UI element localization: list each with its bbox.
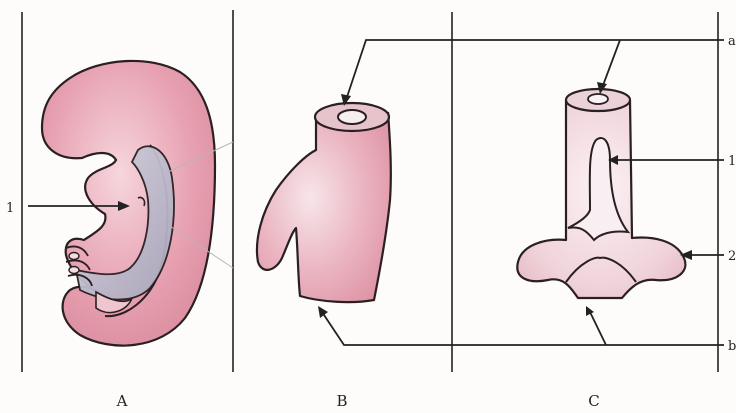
callout-line-a-c — [602, 40, 620, 88]
callout-arrowhead-b-b — [318, 306, 328, 318]
callout-line-a-b — [346, 40, 724, 100]
panel-c-forked-tube — [517, 89, 685, 298]
callout-line-b-b — [322, 312, 724, 345]
panel-label-a: A — [116, 392, 128, 410]
tube-b-lumen — [338, 110, 366, 124]
panel-b-tube — [257, 103, 391, 302]
label-right-a: a — [728, 34, 736, 49]
panel-label-b: B — [336, 392, 347, 410]
callout-line-b-c — [590, 312, 606, 345]
panel-label-c: C — [588, 392, 599, 410]
label-left-1: 1 — [6, 201, 14, 216]
label-right-2: 2 — [728, 249, 736, 264]
panel-a-embryo — [28, 61, 233, 346]
tube-b-body — [257, 112, 391, 302]
label-right-b: b — [728, 339, 736, 354]
embryo-arch-pit-2 — [69, 267, 79, 274]
tube-c-lumen — [588, 94, 608, 104]
embryo-arch-pit-1 — [69, 253, 79, 260]
label-right-1: 1 — [728, 154, 736, 169]
callout-arrowhead-b-c — [586, 306, 594, 316]
